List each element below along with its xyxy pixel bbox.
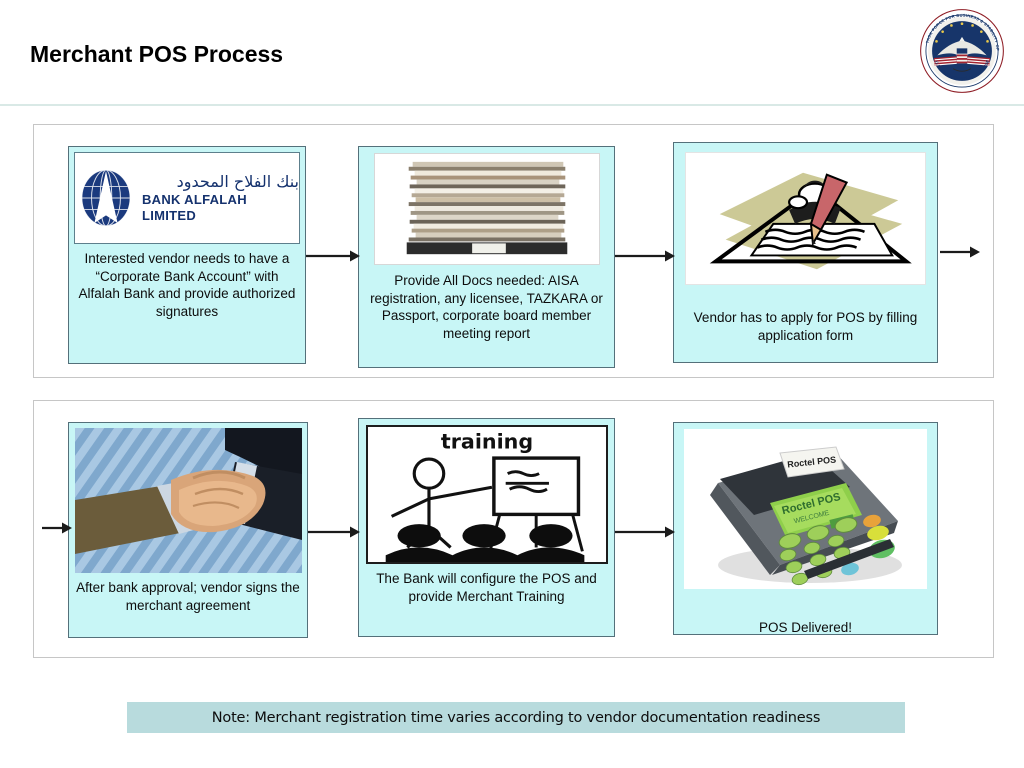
flow-step-4-caption: After bank approval; vendor signs the me… — [76, 580, 300, 613]
flow-step-5[interactable]: training — [358, 418, 615, 637]
note-text: Note: Merchant registration time varies … — [211, 709, 821, 726]
note-banner: Note: Merchant registration time varies … — [127, 702, 905, 733]
flow-step-1-caption: Interested vendor needs to have a “Corpo… — [78, 251, 296, 319]
flow-step-3[interactable]: Vendor has to apply for POS by filling a… — [673, 142, 938, 363]
arrow-step4-to-step5 — [308, 526, 360, 538]
dod-task-force-seal-icon: TASK FORCE FOR BUSINESS & STABILITY OPER… — [916, 3, 1006, 95]
flow-step-3-caption: Vendor has to apply for POS by filling a… — [693, 310, 918, 343]
page-header: Merchant POS Process — [0, 0, 1024, 104]
flow-step-1[interactable]: بنك الفلاح المحدود BANK ALFALAH LIMITED … — [68, 146, 306, 364]
header-divider — [0, 104, 1024, 106]
alfalah-arabic-name: بنك الفلاح المحدود — [176, 172, 299, 191]
handshake-photo — [74, 428, 302, 573]
alfalah-globe-icon — [81, 169, 131, 227]
bank-alfalah-logo: بنك الفلاح المحدود BANK ALFALAH LIMITED — [74, 152, 300, 244]
application-form-clipart — [685, 152, 926, 285]
training-label: training — [440, 429, 532, 453]
training-clipart: training — [365, 425, 608, 564]
flow-step-4[interactable]: After bank approval; vendor signs the me… — [68, 422, 308, 638]
arrow-step5-to-step6 — [615, 526, 675, 538]
flow-step-6[interactable]: Roctel POS Roctel POS WELCOME — [673, 422, 938, 635]
flow-step-2-caption: Provide All Docs needed: AISA registrati… — [370, 273, 603, 341]
arrow-step2-to-step3 — [615, 250, 675, 262]
arrow-row1-exit — [940, 246, 980, 258]
page-title: Merchant POS Process — [30, 41, 284, 67]
alfalah-english-name: BANK ALFALAH LIMITED — [141, 192, 247, 223]
flow-step-5-caption: The Bank will configure the POS and prov… — [376, 571, 597, 604]
document-stack-photo — [373, 153, 600, 265]
arrow-row2-entry — [42, 522, 72, 534]
flow-step-6-caption: POS Delivered! — [758, 620, 853, 635]
pos-terminal-photo: Roctel POS Roctel POS WELCOME — [684, 429, 927, 589]
arrow-step1-to-step2 — [306, 250, 360, 262]
flow-step-2[interactable]: Provide All Docs needed: AISA registrati… — [358, 146, 615, 368]
